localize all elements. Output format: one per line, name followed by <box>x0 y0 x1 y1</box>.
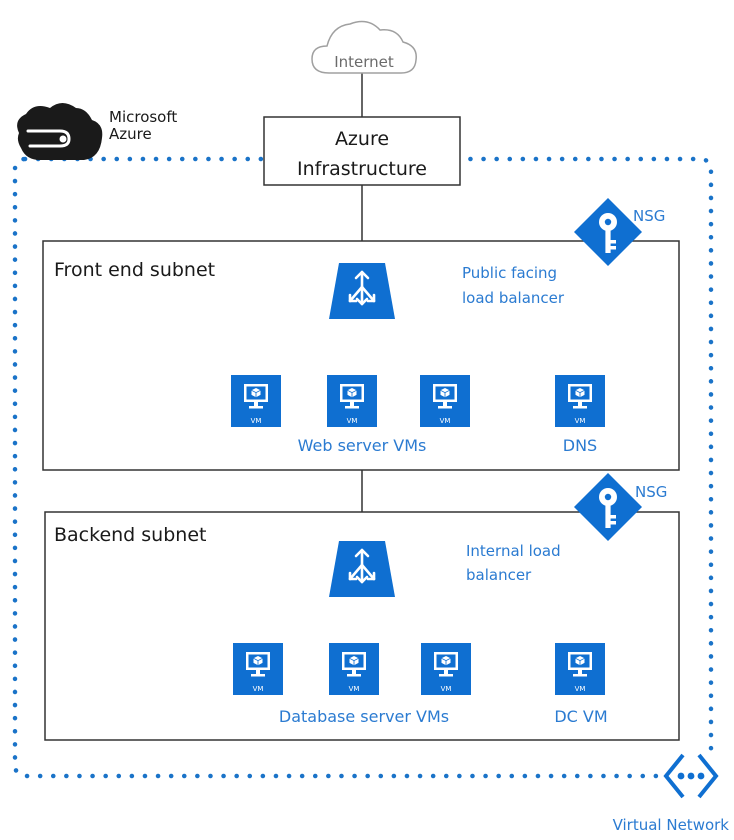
dc-vm-label: DC VM <box>554 707 607 726</box>
vm-badge: VM <box>347 417 358 425</box>
vm-badge: VM <box>575 417 586 425</box>
dns-label: DNS <box>563 436 597 455</box>
internal-lb-line1: Internal load <box>466 542 561 560</box>
db-vms-label: Database server VMs <box>279 707 449 726</box>
public-lb-line2: load balancer <box>462 289 565 307</box>
azure-brand-line1: Microsoft <box>109 108 177 126</box>
backend-subnet: Backend subnet NSG Internal load balance… <box>44 473 680 741</box>
cloud-icon <box>311 20 417 74</box>
virtual-network-badge: Virtual Network <box>613 752 730 834</box>
azure-brand: Microsoft Azure <box>17 103 177 160</box>
web-vm-2: VM <box>326 374 378 428</box>
db-vm-2: VM <box>328 642 380 696</box>
azure-infrastructure-box: Azure Infrastructure <box>263 116 461 186</box>
internet-cloud: Internet <box>311 20 417 74</box>
internal-lb-line2: balancer <box>466 566 532 584</box>
infrastructure-line2: Infrastructure <box>297 158 427 180</box>
front-subnet-title: Front end subnet <box>54 259 215 281</box>
virtual-network-boundary <box>12 156 714 779</box>
public-lb-line1: Public facing <box>462 264 557 282</box>
vm-badge: VM <box>441 685 452 693</box>
back-subnet-title: Backend subnet <box>54 524 206 546</box>
internal-load-balancer-icon <box>327 539 397 599</box>
public-load-balancer-icon <box>327 261 397 321</box>
azure-cloud-logo-icon <box>17 103 103 160</box>
vm-badge: VM <box>253 685 264 693</box>
vm-badge: VM <box>440 417 451 425</box>
web-vm-1: VM <box>230 374 282 428</box>
vm-badge: VM <box>251 417 262 425</box>
front-nsg-label: NSG <box>633 207 665 225</box>
virtual-network-icon <box>663 753 719 799</box>
dc-vm: VM <box>554 642 606 696</box>
vm-badge: VM <box>349 685 360 693</box>
dns-vm: VM <box>554 374 606 428</box>
web-vm-3: VM <box>419 374 471 428</box>
front-end-subnet: Front end subnet NSG Public facing load … <box>42 198 680 471</box>
back-nsg-label: NSG <box>635 483 667 501</box>
web-vms-label: Web server VMs <box>298 436 427 455</box>
db-vm-3: VM <box>420 642 472 696</box>
db-vm-1: VM <box>232 642 284 696</box>
azure-brand-line2: Azure <box>109 125 152 143</box>
infrastructure-line1: Azure <box>335 128 389 150</box>
internet-label: Internet <box>334 53 394 71</box>
virtual-network-label: Virtual Network <box>613 816 730 834</box>
vm-badge: VM <box>575 685 586 693</box>
